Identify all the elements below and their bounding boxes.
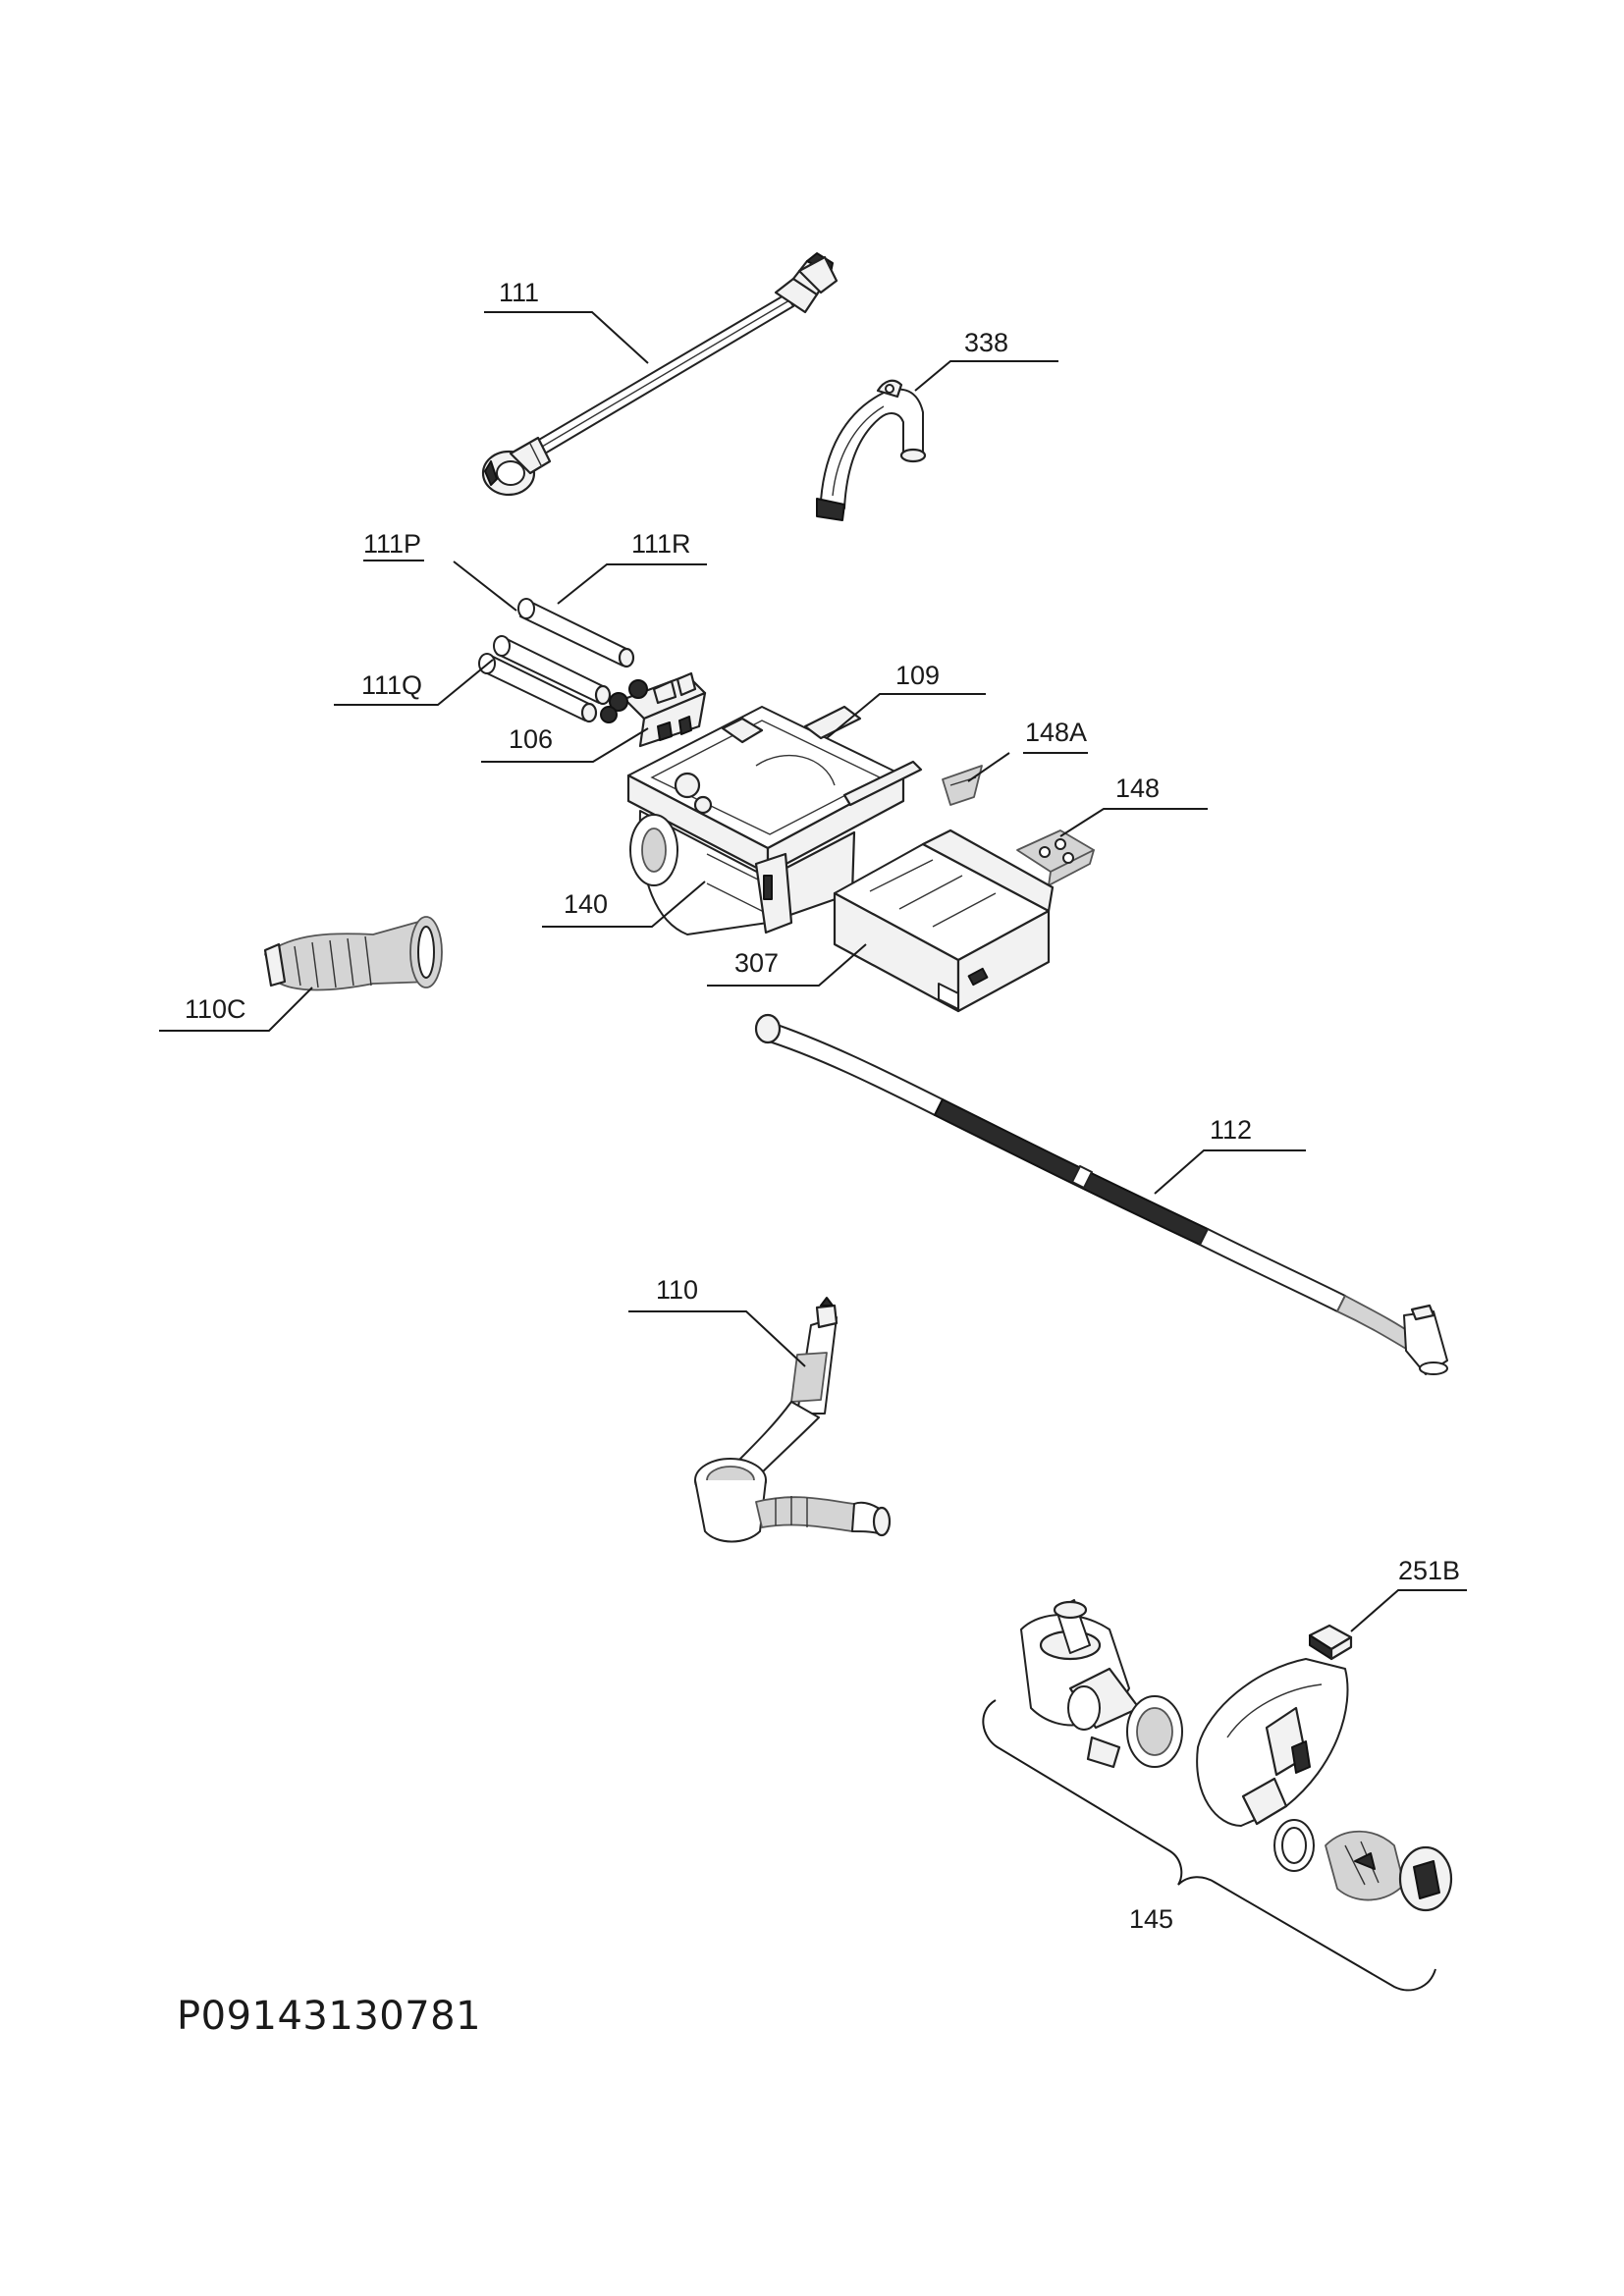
label-111R: 111R bbox=[557, 529, 707, 605]
part-number-145: 145 bbox=[1129, 1904, 1173, 1934]
label-307: 307 bbox=[707, 943, 867, 987]
label-338: 338 bbox=[914, 328, 1058, 392]
label-111: 111 bbox=[484, 278, 649, 364]
drain-hose-icon bbox=[754, 1013, 1448, 1375]
part-number-112: 112 bbox=[1210, 1115, 1252, 1145]
part-number-111: 111 bbox=[499, 278, 539, 307]
part-number-111Q: 111Q bbox=[361, 670, 422, 700]
detergent-drawer-icon bbox=[833, 828, 1055, 1013]
label-111Q: 111Q bbox=[334, 659, 494, 706]
part-number-148A: 148A bbox=[1025, 718, 1087, 747]
label-140: 140 bbox=[542, 881, 706, 928]
part-number-110: 110 bbox=[656, 1275, 698, 1305]
part-number-251B: 251B bbox=[1398, 1556, 1460, 1585]
solenoid-valve-icon bbox=[600, 671, 707, 748]
label-110: 110 bbox=[628, 1275, 806, 1367]
inlet-hose-icon bbox=[481, 252, 839, 497]
cap-icon bbox=[1308, 1624, 1353, 1661]
label-109: 109 bbox=[826, 661, 986, 739]
part-number-140: 140 bbox=[564, 889, 608, 919]
part-number-109: 109 bbox=[895, 661, 940, 690]
tube-icon bbox=[478, 598, 635, 723]
label-145: 145 bbox=[982, 1699, 1436, 1992]
label-106: 106 bbox=[481, 724, 649, 763]
part-number-307: 307 bbox=[734, 948, 779, 978]
insert-icon bbox=[1016, 829, 1095, 886]
part-number-338: 338 bbox=[964, 328, 1008, 357]
label-148A: 148A bbox=[967, 718, 1088, 782]
label-110C: 110C bbox=[159, 987, 313, 1032]
label-112: 112 bbox=[1154, 1115, 1306, 1195]
document-code: P09143130781 bbox=[177, 1994, 481, 2039]
label-111P: 111P bbox=[363, 529, 517, 612]
part-number-106: 106 bbox=[509, 724, 553, 754]
part-number-110C: 110C bbox=[185, 994, 246, 1024]
flap-icon bbox=[942, 765, 983, 806]
bellows-hose-icon bbox=[263, 916, 443, 991]
part-number-111R: 111R bbox=[631, 529, 691, 559]
hose-guide-icon bbox=[816, 379, 927, 521]
part-number-111P: 111P bbox=[363, 529, 421, 559]
label-251B: 251B bbox=[1350, 1556, 1467, 1632]
sump-hose-icon bbox=[694, 1297, 892, 1543]
dispenser-housing-icon bbox=[626, 705, 923, 935]
drain-pump-icon bbox=[1020, 1599, 1453, 1912]
part-number-148: 148 bbox=[1115, 774, 1160, 803]
label-148: 148 bbox=[1059, 774, 1208, 837]
